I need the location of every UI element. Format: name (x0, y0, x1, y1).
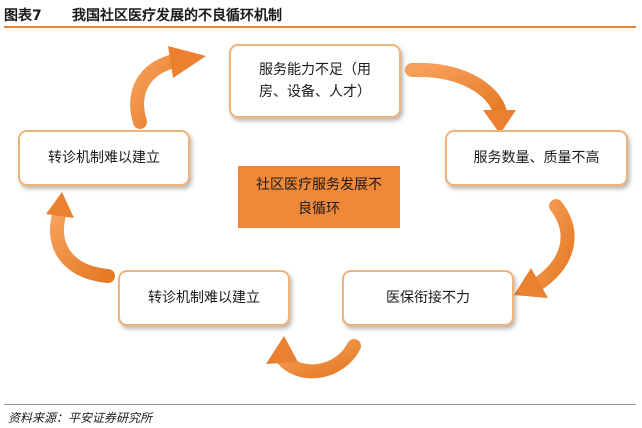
node-service-quality: 服务数量、质量不高 (445, 130, 628, 186)
curved-arrow-top-to-right (405, 62, 516, 134)
curved-arrow-bottom-right-to-bottom-left (266, 336, 361, 379)
curved-arrow-left-to-top (130, 46, 206, 129)
figure-number: 图表7 (4, 8, 42, 24)
node-insurance-link: 医保衔接不力 (342, 270, 514, 326)
curved-arrow-right-to-bottom-right (514, 199, 575, 298)
node-referral-left: 转诊机制难以建立 (18, 130, 190, 186)
center-cycle-box: 社区医疗服务发展不良循环 (238, 166, 400, 228)
center-cycle-label: 社区医疗服务发展不良循环 (256, 177, 382, 217)
header-rule (4, 26, 636, 28)
source-note: 资料来源：平安证券研究所 (8, 411, 153, 425)
node-referral-left-label: 转诊机制难以建立 (48, 150, 160, 166)
node-service-capacity-label: 服务能力不足（用房、设备、人才） (259, 62, 371, 100)
node-referral-bottom-label: 转诊机制难以建立 (148, 290, 260, 306)
node-service-quality-label: 服务数量、质量不高 (473, 150, 600, 166)
node-service-capacity: 服务能力不足（用房、设备、人才） (229, 44, 401, 118)
curved-arrow-bottom-left-to-left (46, 192, 115, 283)
node-insurance-link-label: 医保衔接不力 (386, 290, 470, 306)
figure-header: 图表7 我国社区医疗发展的不良循环机制 (4, 3, 636, 25)
node-referral-bottom: 转诊机制难以建立 (118, 270, 290, 326)
figure-title: 我国社区医疗发展的不良循环机制 (72, 8, 282, 24)
footer-rule (4, 404, 636, 405)
